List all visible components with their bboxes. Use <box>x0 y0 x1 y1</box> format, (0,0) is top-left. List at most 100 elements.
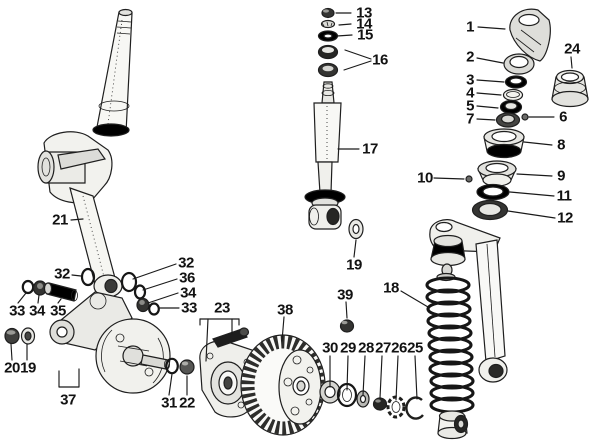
part-11-ring <box>476 183 510 201</box>
leader-line-26 <box>395 355 399 401</box>
part-6-ball <box>521 113 529 121</box>
leader-line-25 <box>414 355 418 400</box>
callout-label-26: 26 <box>391 340 407 357</box>
leader-line-18 <box>400 290 429 308</box>
leader-line-34-left <box>37 294 40 304</box>
callout-label-19-left: 19 <box>20 360 36 377</box>
leader-line-12 <box>507 210 556 219</box>
callout-label-16: 16 <box>372 52 388 69</box>
part-2-bearing-ring <box>503 53 535 75</box>
callout-label-34-right: 34 <box>180 285 197 302</box>
callout-label-22: 22 <box>179 395 195 412</box>
part-36-ring <box>133 284 147 300</box>
callout-label-30: 30 <box>322 340 338 357</box>
leader-line-32-left <box>71 274 82 277</box>
callout-label-33-right: 33 <box>181 300 197 317</box>
callout-label-19-mid: 19 <box>346 257 362 274</box>
part-1-upper-cover <box>509 8 551 62</box>
leader-line-16 <box>343 60 372 71</box>
leader-line-36 <box>142 278 178 291</box>
part-30-bearing <box>319 380 341 404</box>
callout-label-27: 27 <box>375 340 391 357</box>
callout-label-39: 39 <box>337 287 353 304</box>
part-7-bearing <box>495 112 521 128</box>
part-3-washer <box>504 75 528 89</box>
leader-line-24 <box>570 56 573 69</box>
leader-line-3 <box>476 79 505 83</box>
leader-line-21 <box>70 218 84 221</box>
leader-line-14 <box>338 23 352 26</box>
leader-line-5 <box>476 105 499 109</box>
part-19-washer-mid <box>348 218 364 240</box>
callout-label-6: 6 <box>559 109 567 126</box>
part-35-pivot-pin <box>43 282 78 302</box>
part-18-coil-spring <box>425 272 475 414</box>
callout-label-32-left: 32 <box>54 266 70 283</box>
callout-label-3: 3 <box>466 72 474 89</box>
leader-line-38 <box>281 316 285 342</box>
leader-line-28 <box>362 355 366 396</box>
part-12-bearing-race <box>471 199 509 221</box>
leader-line-1 <box>477 26 506 30</box>
callout-label-20: 20 <box>4 360 20 377</box>
callout-label-36: 36 <box>179 270 195 287</box>
callout-label-5: 5 <box>466 98 474 115</box>
leader-line-9 <box>516 173 553 177</box>
leader-line-34-right <box>147 292 179 304</box>
callout-label-34-left: 34 <box>29 303 46 320</box>
callout-label-11: 11 <box>557 188 572 205</box>
leader-line-10 <box>433 177 465 180</box>
part-8-bearing-cup <box>483 128 525 159</box>
part-17-shock-absorber <box>304 81 346 230</box>
part-38-brake-drum <box>240 334 326 436</box>
callout-label-14: 14 <box>356 16 373 33</box>
part-10-ball <box>465 175 473 183</box>
part-9-bearing-cup <box>477 160 517 187</box>
part-21-fork-column <box>37 8 133 298</box>
callout-label-33-left: 33 <box>9 303 25 320</box>
part-19-washer-left <box>20 327 36 345</box>
part-20-nut <box>4 327 20 345</box>
callout-label-35: 35 <box>50 303 66 320</box>
callout-label-1: 1 <box>466 19 474 36</box>
part-25-circlip <box>405 396 424 420</box>
leader-line-2 <box>476 57 504 64</box>
part-33-ring-left <box>21 279 35 295</box>
part-14-lock-washer <box>320 19 336 29</box>
part-5-bearing <box>499 99 523 115</box>
part-4-ring <box>502 88 524 102</box>
part-15-washer <box>317 30 339 42</box>
callout-label-13: 13 <box>356 5 372 22</box>
leader-line-20 <box>10 343 13 361</box>
leader-line-35 <box>57 298 62 304</box>
leader-line-31 <box>168 373 173 396</box>
leader-line-11 <box>509 191 555 197</box>
leader-line-7 <box>476 118 496 121</box>
callout-label-4: 4 <box>466 85 475 102</box>
part-33-ring-right <box>148 302 160 316</box>
callout-label-23: 23 <box>214 300 230 317</box>
leader-line-16 <box>344 49 372 60</box>
callout-label-18: 18 <box>383 280 399 297</box>
callout-label-37: 37 <box>60 392 76 409</box>
leader-line-39 <box>345 301 348 319</box>
spring-lower-stop <box>437 410 469 440</box>
callout-label-12: 12 <box>557 210 573 227</box>
leader-line-15 <box>336 34 353 37</box>
callout-label-29: 29 <box>340 340 356 357</box>
callout-label-25: 25 <box>407 340 423 357</box>
part-13-nut <box>321 7 335 19</box>
leader-line-27 <box>379 355 383 399</box>
part-34-bushing-right <box>136 297 150 313</box>
callout-label-28: 28 <box>358 340 374 357</box>
part-16-cup-washers <box>317 44 339 78</box>
callout-label-32-right: 32 <box>178 255 194 272</box>
callout-label-10: 10 <box>417 170 433 187</box>
leader-line-19-mid <box>353 239 357 258</box>
leader-line-4 <box>476 92 502 96</box>
callout-label-2: 2 <box>466 49 474 66</box>
part-32-oring-left <box>80 267 96 287</box>
